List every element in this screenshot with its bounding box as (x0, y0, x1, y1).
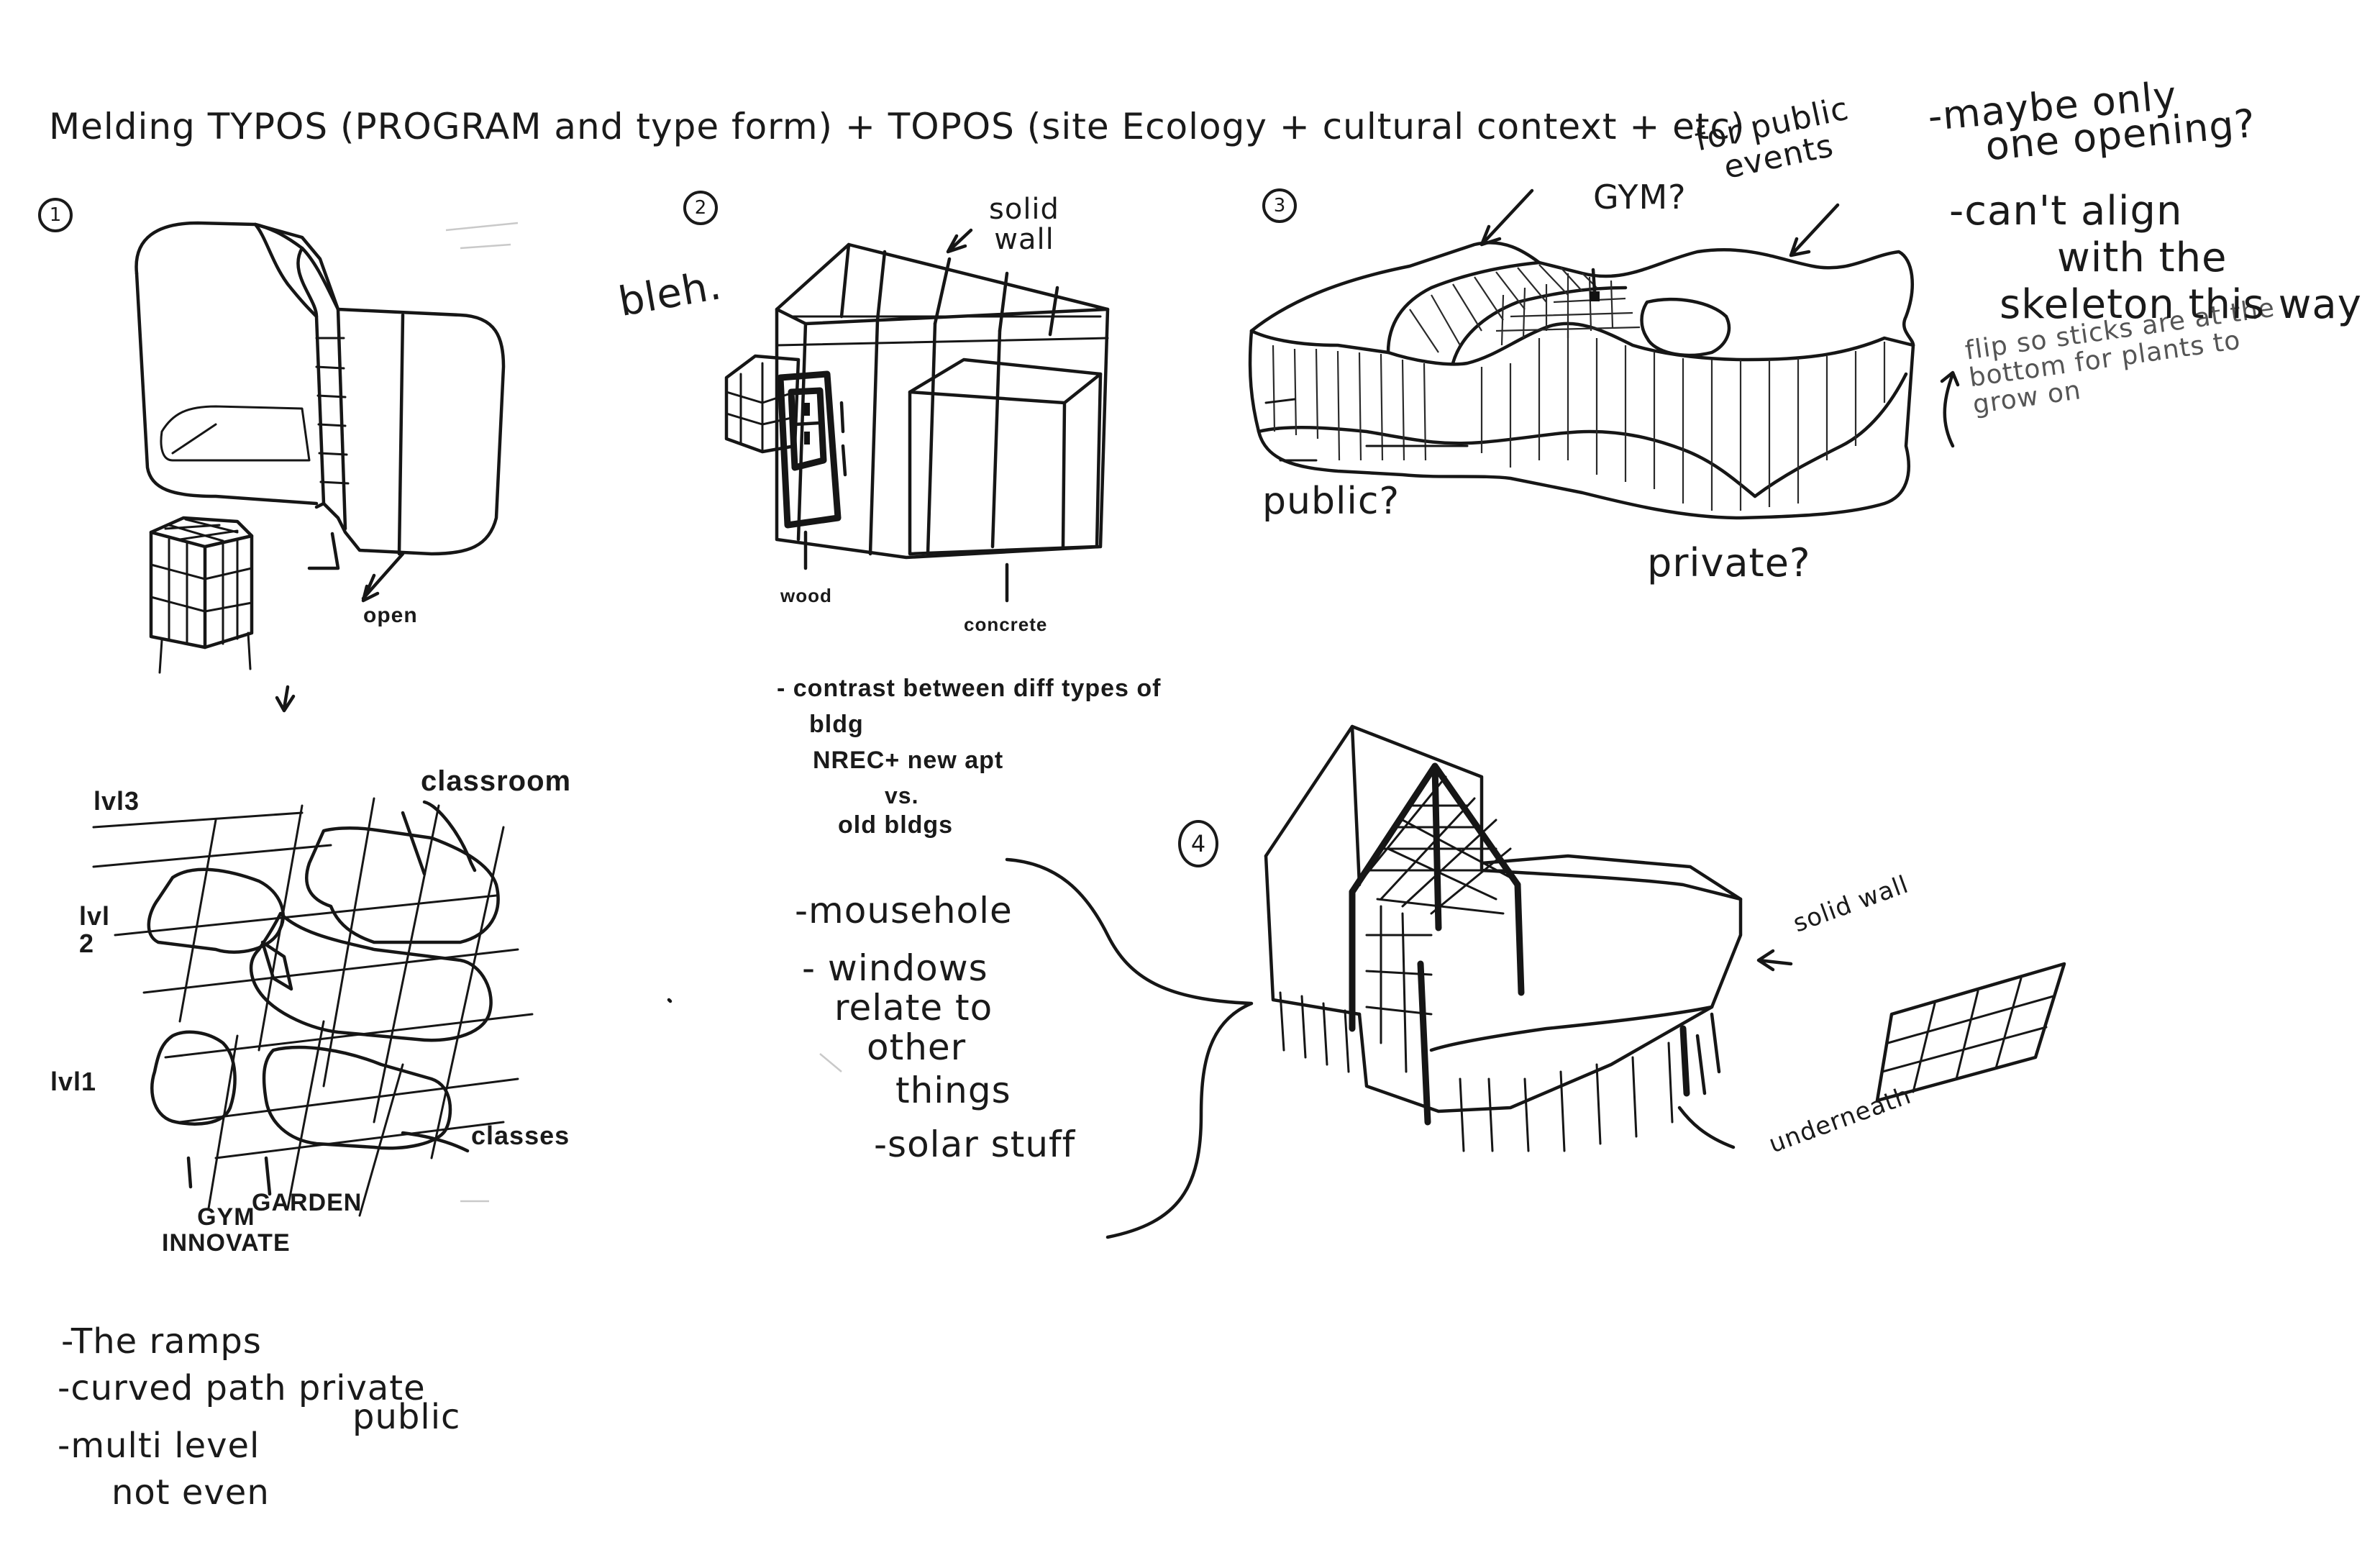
sketch1-note-5: not even (111, 1475, 270, 1510)
sketch2-label-concrete: concrete (964, 615, 1047, 634)
sketch1-label-open: open (363, 604, 418, 627)
sketch4-note-2: - windows (802, 949, 988, 988)
sketch3-landform (1250, 191, 1958, 518)
sketch3-note-3: -can't align (1949, 191, 2182, 233)
sketch2-note-3: NREC+ new apt (813, 748, 1003, 774)
sketch1-levels (94, 798, 670, 1216)
sketch4-note-1: -mousehole (795, 892, 1013, 930)
sketch1-note-1: -The ramps (61, 1323, 262, 1359)
sketch1-label-level1: lvl1 (50, 1068, 96, 1095)
sketch4-number: 4 (1178, 820, 1218, 867)
callout-curve (1007, 860, 1251, 1237)
sketch2-building (726, 230, 1108, 601)
sketch3-note-5: skeleton this way (2000, 284, 2362, 327)
sketch2-number: 2 (683, 191, 718, 225)
sketch2-label-wood: wood (780, 586, 832, 606)
sketch4-note-3: relate to (834, 989, 993, 1027)
sketch3-label-gym: GYM? (1593, 180, 1687, 214)
sketch3-label-public: public? (1262, 482, 1400, 521)
sketch2-note-4: vs. (885, 784, 918, 808)
sketch1-label-garden: GARDEN (252, 1190, 362, 1216)
sketch1-label-classes: classes (471, 1122, 570, 1149)
sketch2-label-solid-wall: solid wall (989, 194, 1059, 255)
sketch2-note-1: - contrast between diff types of (777, 676, 1162, 702)
sketch1-number: 1 (38, 198, 73, 232)
sketch1-note-3: public (352, 1399, 460, 1435)
sketch3-note-4: with the (2057, 237, 2228, 280)
sketch3-label-private: private? (1647, 543, 1811, 584)
sketch4-note-5: things (895, 1072, 1011, 1110)
sketch1-note-4: -multi level (58, 1428, 260, 1464)
sketch1-label-level3: lvl3 (94, 788, 140, 815)
sketch1-block (137, 223, 503, 711)
sketch4-note-6: -solar stuff (874, 1126, 1075, 1164)
sketch4-note-4: other (867, 1029, 966, 1067)
sketch2-note-2: bldg (809, 712, 864, 738)
page-title: Melding TYPOS (PROGRAM and type form) + … (49, 108, 1746, 146)
sketch2-note-5: old bldgs (838, 813, 953, 839)
sketch4-pavilion (1266, 726, 2064, 1151)
sketch1-label-classroom: classroom (421, 766, 571, 796)
sketch1-label-level2: lvl 2 (79, 903, 110, 957)
sketch3-number: 3 (1262, 188, 1297, 223)
